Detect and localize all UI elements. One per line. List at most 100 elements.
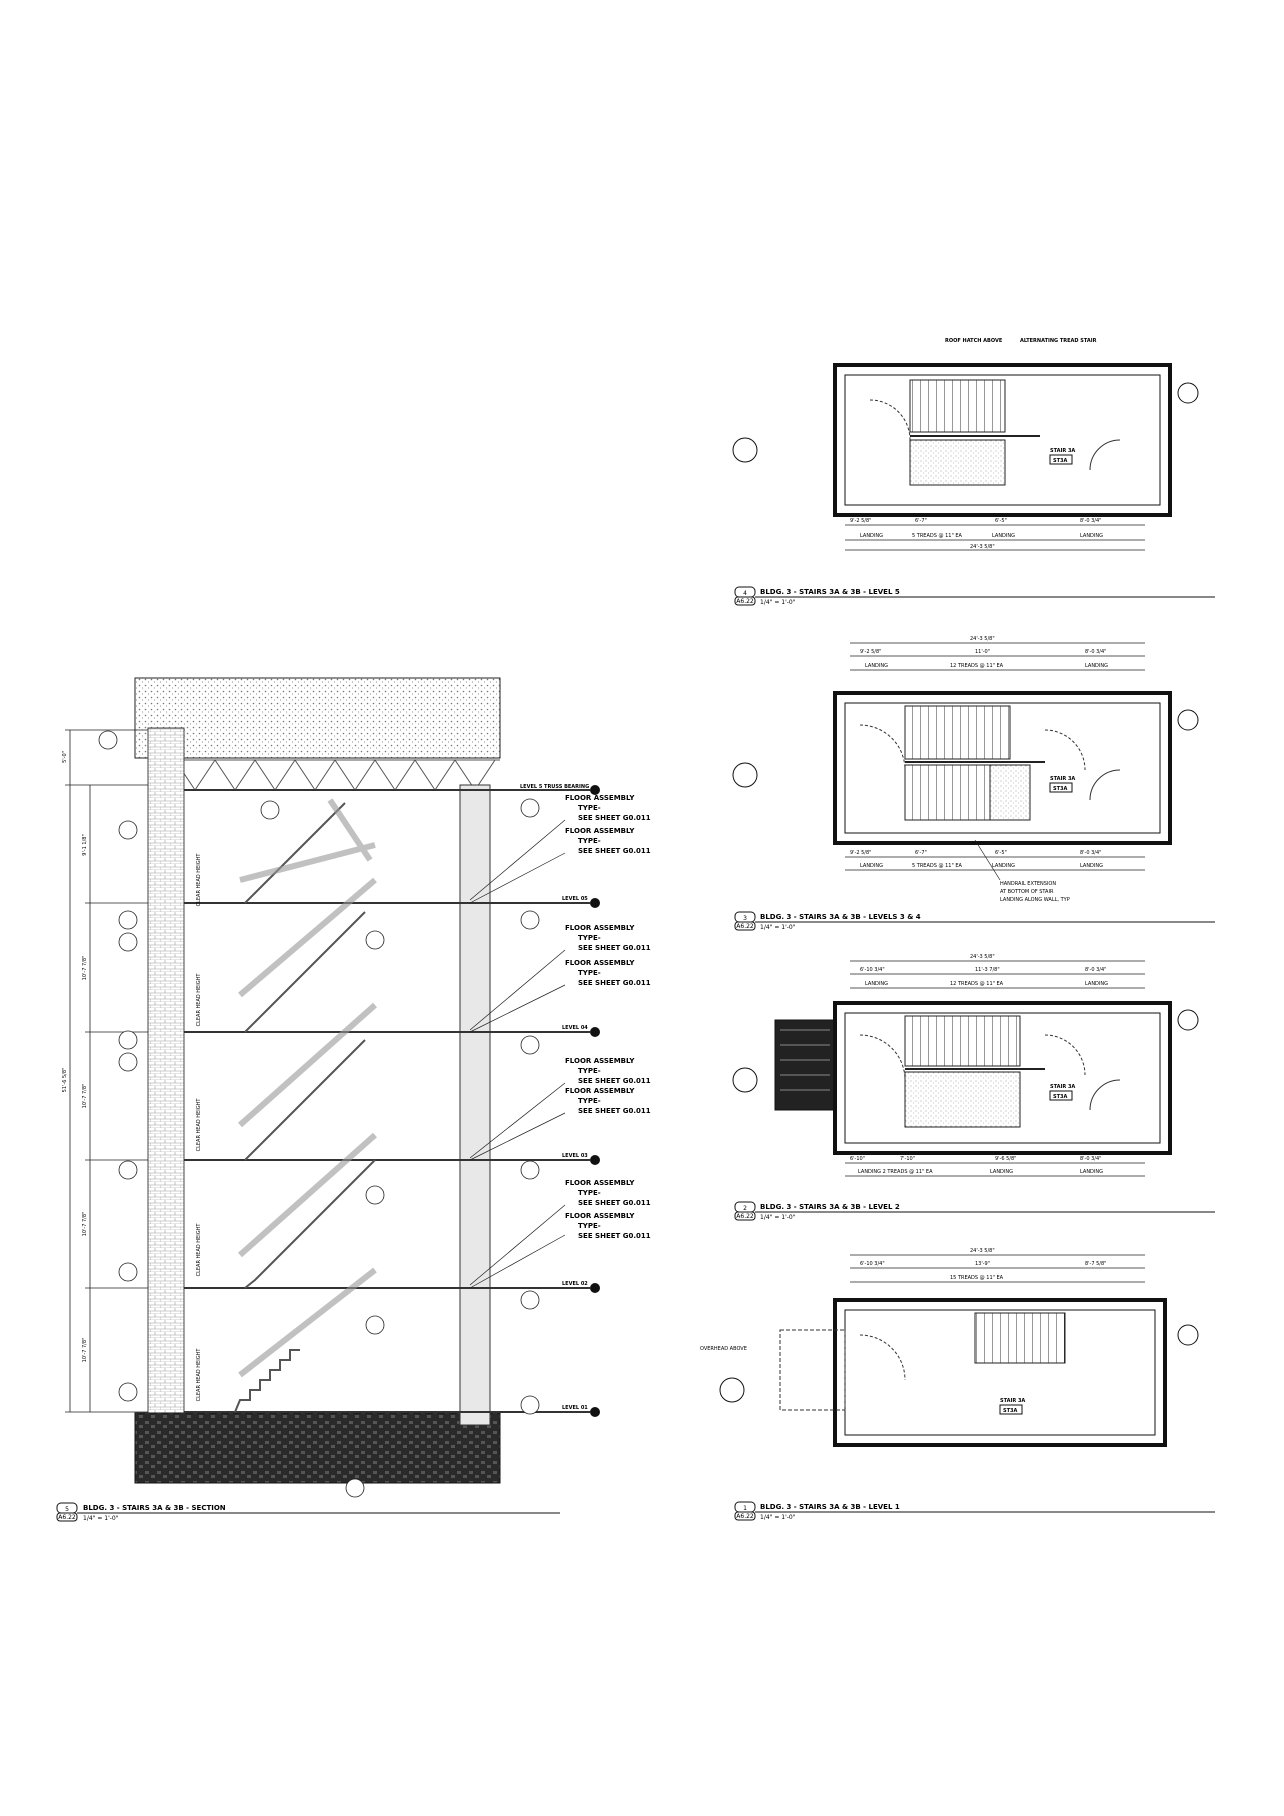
plan3-label-c: LANDING xyxy=(992,863,1015,869)
floor-note-line2: TYPE- xyxy=(578,837,601,845)
section-title-block: 5 A6.22 BLDG. 3 - STAIRS 3A & 3B - SECTI… xyxy=(56,1502,560,1522)
roof-insulation xyxy=(134,677,501,759)
masonry-wall xyxy=(147,727,185,1414)
stair-flights xyxy=(234,802,376,1413)
floor-note-a: FLOOR ASSEMBLY TYPE- SEE SHEET G0.011 FL… xyxy=(565,794,651,855)
floor-note-line1: FLOOR ASSEMBLY xyxy=(565,1179,635,1187)
plan2-label-a: LANDING 2 TREADS @ 11" EA xyxy=(858,1169,933,1175)
section-drawing: 51'-6 5/8" 5'-0" 9'-1 1/8" 10'-7 7/8" 10… xyxy=(56,677,651,1522)
plan3-top-label-c: LANDING xyxy=(1085,663,1108,669)
plan3-label-a: LANDING xyxy=(860,863,883,869)
level-marker-01: LEVEL 01 xyxy=(562,1405,600,1417)
plan4-scale: 1/4" = 1'-0" xyxy=(760,599,796,606)
plan4-label-c: LANDING xyxy=(992,533,1015,539)
foundation xyxy=(134,1412,501,1484)
floor-note-c: FLOOR ASSEMBLY TYPE- SEE SHEET G0.011 FL… xyxy=(565,1057,651,1115)
plan3-overall: 24'-3 5/8" xyxy=(970,636,995,642)
plan-level-5: ROOF HATCH ABOVE ALTERNATING TREAD STAIR… xyxy=(732,338,1215,606)
plan2-title: BLDG. 3 - STAIRS 3A & 3B - LEVEL 2 xyxy=(760,1203,900,1211)
floor-note-line2: TYPE- xyxy=(578,804,601,812)
roof-truss xyxy=(174,759,500,791)
plan2-sheet: A6.22 xyxy=(736,1213,754,1220)
dim-story-4: 10'-7 7/8" xyxy=(82,956,88,981)
floor-note-line3: SEE SHEET G0.011 xyxy=(578,1077,651,1085)
plan2-dim-d: 8'-0 3/4" xyxy=(1080,1156,1101,1162)
level-label-03: LEVEL 03 xyxy=(562,1153,588,1159)
plan4-room: STAIR 3A xyxy=(1050,448,1075,454)
plan4-dim-b: 6'-7" xyxy=(915,518,927,524)
clear-head-5: CLEAR HEAD HEIGHT xyxy=(196,853,202,907)
floor-note-line1: FLOOR ASSEMBLY xyxy=(565,794,635,802)
plan2-label-c: LANDING xyxy=(1080,1169,1103,1175)
stair-guardrails xyxy=(238,798,377,1378)
plan4-dim-c: 6'-5" xyxy=(995,518,1007,524)
clear-head-3: CLEAR HEAD HEIGHT xyxy=(196,1098,202,1152)
level-label-01: LEVEL 01 xyxy=(562,1405,588,1411)
floor-note-line1: FLOOR ASSEMBLY xyxy=(565,1087,635,1095)
plan3-sheet: A6.22 xyxy=(736,923,754,930)
dim-story-2: 10'-7 7/8" xyxy=(82,1212,88,1237)
plan2-top-dim-a: 6'-10 3/4" xyxy=(860,967,885,973)
plan-levels-3-4: 24'-3 5/8" 9'-2 5/8" 11'-0" 8'-0 3/4" LA… xyxy=(732,636,1215,931)
clear-head-2: CLEAR HEAD HEIGHT xyxy=(196,1223,202,1277)
plan3-title: BLDG. 3 - STAIRS 3A & 3B - LEVELS 3 & 4 xyxy=(760,913,921,921)
plan3-dim-d: 8'-0 3/4" xyxy=(1080,850,1101,856)
plan1-sheet: A6.22 xyxy=(736,1513,754,1520)
plan2-room-no: ST3A xyxy=(1053,1094,1067,1100)
plan4-sheet: A6.22 xyxy=(736,598,754,605)
plan3-top-dim-a: 9'-2 5/8" xyxy=(860,649,881,655)
plan2-top-label-c: LANDING xyxy=(1085,981,1108,987)
floor-note-line2: TYPE- xyxy=(578,1097,601,1105)
floor-lines xyxy=(184,789,590,1413)
plan3-top-dim-c: 8'-0 3/4" xyxy=(1085,649,1106,655)
plan1-overall: 24'-3 5/8" xyxy=(970,1248,995,1254)
plan1-title-block: 1 A6.22 BLDG. 3 - STAIRS 3A & 3B - LEVEL… xyxy=(734,1501,1215,1521)
floor-note-line3: SEE SHEET G0.011 xyxy=(578,979,651,987)
level-marker-03: LEVEL 03 xyxy=(562,1153,600,1165)
plan4-dim-d: 8'-0 3/4" xyxy=(1080,518,1101,524)
plan1-number: 1 xyxy=(743,1505,747,1512)
level-marker-02: LEVEL 02 xyxy=(562,1281,600,1293)
floor-note-line3: SEE SHEET G0.011 xyxy=(578,944,651,952)
plan3-label-b: 5 TREADS @ 11" EA xyxy=(912,863,962,869)
plan4-label-b: 5 TREADS @ 11" EA xyxy=(912,533,962,539)
floor-note-line2: TYPE- xyxy=(578,1067,601,1075)
plan4-label-a: LANDING xyxy=(860,533,883,539)
floor-note-line3: SEE SHEET G0.011 xyxy=(578,1232,651,1240)
dim-overall: 51'-6 5/8" xyxy=(62,1068,68,1093)
plan1-scale: 1/4" = 1'-0" xyxy=(760,1514,796,1521)
plan1-room-no: ST3A xyxy=(1003,1408,1017,1414)
plan2-title-block: 2 A6.22 BLDG. 3 - STAIRS 3A & 3B - LEVEL… xyxy=(734,1201,1215,1221)
section-title: BLDG. 3 - STAIRS 3A & 3B - SECTION xyxy=(83,1504,226,1512)
plan2-dim-b: 7'-10" xyxy=(900,1156,915,1162)
floor-note-line3: SEE SHEET G0.011 xyxy=(578,814,651,822)
plan3-dim-c: 6'-5" xyxy=(995,850,1007,856)
level-marker-05: LEVEL 05 xyxy=(562,896,600,908)
plan3-number: 3 xyxy=(743,915,747,922)
plan1-side-note: OVERHEAD ABOVE xyxy=(700,1346,747,1352)
plan-level-2: 24'-3 5/8" 6'-10 3/4" 11'-3 7/8" 8'-0 3/… xyxy=(732,954,1215,1221)
dim-story-1: 10'-7 7/8" xyxy=(82,1338,88,1363)
floor-note-line2: TYPE- xyxy=(578,934,601,942)
plan1-top-dim-a: 6'-10 3/4" xyxy=(860,1261,885,1267)
dim-story-5: 9'-1 1/8" xyxy=(82,834,88,855)
plan3-callout-3: LANDING ALONG WALL, TYP xyxy=(1000,897,1070,903)
plan-level-1: 24'-3 5/8" 6'-10 3/4" 13'-9" 8'-7 5/8" 1… xyxy=(700,1248,1215,1521)
floor-assembly-notes xyxy=(469,819,566,1289)
level-marker-04: LEVEL 04 xyxy=(562,1025,600,1037)
level-label-truss: LEVEL 5 TRUSS BEARING xyxy=(520,784,589,790)
plan4-dim-a: 9'-2 5/8" xyxy=(850,518,871,524)
floor-note-b: FLOOR ASSEMBLY TYPE- SEE SHEET G0.011 FL… xyxy=(565,924,651,987)
floor-note-line2: TYPE- xyxy=(578,1189,601,1197)
plan1-title: BLDG. 3 - STAIRS 3A & 3B - LEVEL 1 xyxy=(760,1503,900,1511)
floor-note-line2: TYPE- xyxy=(578,1222,601,1230)
plan4-title-block: 4 A6.22 BLDG. 3 - STAIRS 3A & 3B - LEVEL… xyxy=(734,586,1215,606)
plan3-callout-2: AT BOTTOM OF STAIR xyxy=(1000,889,1054,895)
dim-story-3: 10'-7 7/8" xyxy=(82,1084,88,1109)
floor-note-d: FLOOR ASSEMBLY TYPE- SEE SHEET G0.011 FL… xyxy=(565,1179,651,1240)
floor-note-line1: FLOOR ASSEMBLY xyxy=(565,1212,635,1220)
plan4-note-alt-tread: ALTERNATING TREAD STAIR xyxy=(1020,338,1097,344)
clear-head-4: CLEAR HEAD HEIGHT xyxy=(196,973,202,1027)
plan2-dim-a: 6'-10" xyxy=(850,1156,865,1162)
